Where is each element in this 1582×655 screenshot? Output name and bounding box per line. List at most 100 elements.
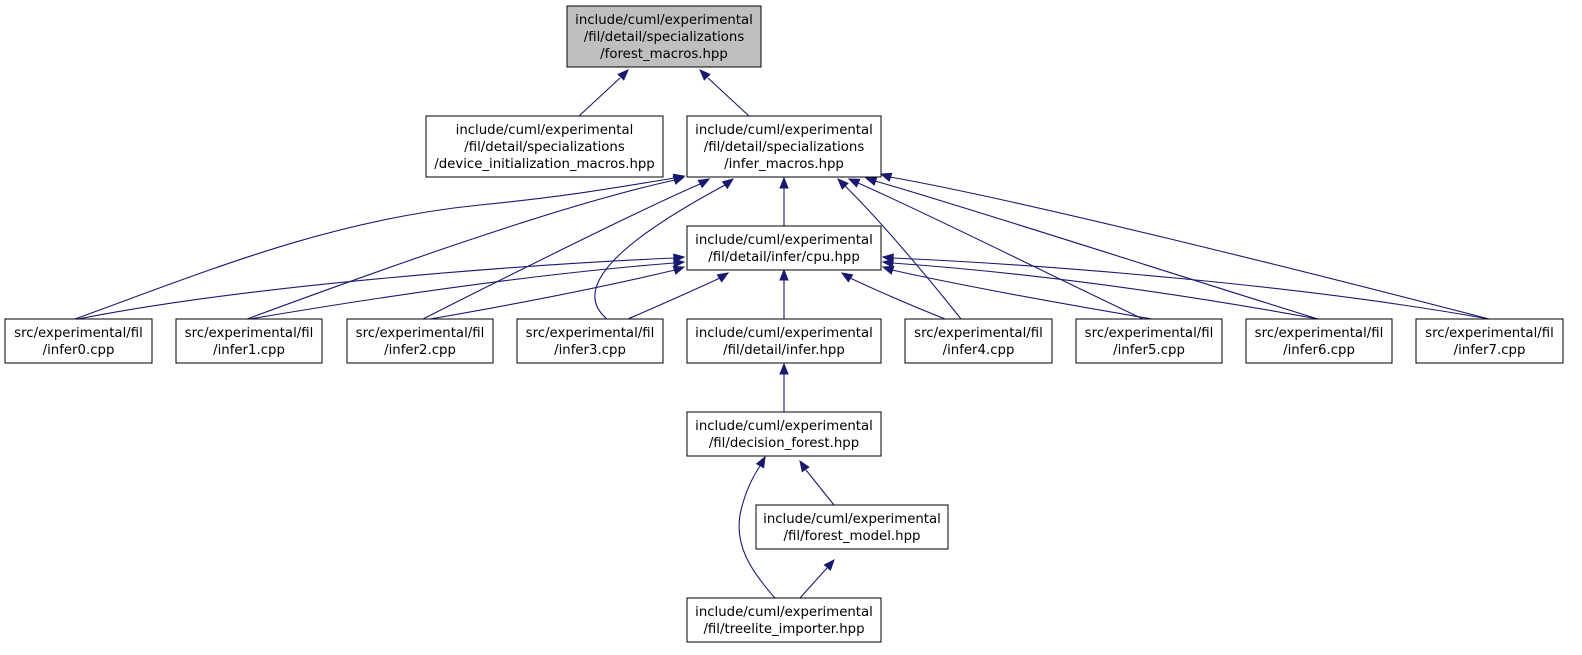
node-infer_macros[interactable]: include/cuml/experimental/fil/detail/spe… bbox=[686, 115, 882, 178]
edge-line bbox=[594, 184, 726, 320]
node-forest_macros: include/cuml/experimental/fil/detail/spe… bbox=[566, 5, 762, 68]
node-box bbox=[904, 318, 1053, 364]
edge-arrowhead bbox=[672, 175, 686, 185]
edge-arrowhead bbox=[837, 178, 849, 190]
nodes-layer: include/cuml/experimental/fil/detail/spe… bbox=[4, 5, 1564, 643]
edge-arrowhead bbox=[823, 558, 835, 572]
edge-infer1-to-infer_macros bbox=[246, 175, 686, 320]
edge-infer7-to-infer_macros bbox=[879, 172, 1490, 320]
edge-arrowhead bbox=[699, 69, 711, 81]
edge-arrowhead bbox=[840, 272, 854, 283]
node-label-line: include/cuml/experimental bbox=[695, 419, 873, 434]
node-box bbox=[1075, 318, 1223, 364]
node-cpu[interactable]: include/cuml/experimental/fil/detail/inf… bbox=[686, 225, 882, 271]
edge-arrowhead bbox=[755, 455, 766, 469]
edge-arrowhead bbox=[721, 178, 735, 190]
edge-infer2-to-cpu bbox=[429, 265, 686, 320]
node-box bbox=[686, 225, 882, 271]
node-label-line: /infer_macros.hpp bbox=[724, 157, 844, 172]
edge-line bbox=[627, 277, 721, 320]
node-label-line: /fil/detail/specializations bbox=[704, 140, 865, 155]
node-label-line: src/experimental/fil bbox=[914, 326, 1043, 341]
edge-device_init_macros-to-forest_macros bbox=[578, 69, 629, 117]
node-label-line: src/experimental/fil bbox=[1425, 326, 1554, 341]
node-forest_model[interactable]: include/cuml/experimental/fil/forest_mod… bbox=[755, 504, 949, 550]
node-label-line: include/cuml/experimental bbox=[695, 326, 873, 341]
node-label-line: include/cuml/experimental bbox=[695, 605, 873, 620]
edge-line bbox=[857, 182, 1144, 320]
node-label-line: include/cuml/experimental bbox=[695, 123, 873, 138]
edge-infer0-to-cpu bbox=[77, 253, 686, 320]
node-infer7[interactable]: src/experimental/fil/infer7.cpp bbox=[1415, 318, 1564, 364]
edge-line bbox=[429, 269, 676, 320]
edge-line bbox=[805, 469, 835, 506]
edge-arrowhead bbox=[879, 172, 893, 182]
node-label-line: include/cuml/experimental bbox=[763, 512, 941, 527]
edge-arrowhead bbox=[673, 258, 686, 268]
edge-arrowhead bbox=[697, 178, 711, 189]
node-infer1[interactable]: src/experimental/fil/infer1.cpp bbox=[175, 318, 323, 364]
node-infer6[interactable]: src/experimental/fil/infer6.cpp bbox=[1245, 318, 1393, 364]
edge-detail_infer-to-cpu bbox=[779, 268, 789, 319]
node-label-line: include/cuml/experimental bbox=[456, 123, 634, 138]
node-infer4[interactable]: src/experimental/fil/infer4.cpp bbox=[904, 318, 1053, 364]
edge-line bbox=[738, 465, 776, 599]
node-label-line: /infer0.cpp bbox=[43, 343, 115, 358]
edge-line bbox=[246, 179, 676, 320]
edge-infer2-to-infer_macros bbox=[422, 178, 711, 320]
edge-line bbox=[799, 567, 828, 599]
edge-arrowhead bbox=[864, 176, 878, 186]
edge-treelite_importer-to-forest_model bbox=[799, 558, 835, 599]
node-label-line: /fil/forest_model.hpp bbox=[784, 529, 921, 544]
node-label-line: /device_initialization_macros.hpp bbox=[434, 157, 655, 172]
node-box bbox=[516, 318, 664, 364]
edge-line bbox=[874, 180, 1319, 320]
node-device_init_macros[interactable]: include/cuml/experimental/fil/detail/spe… bbox=[425, 115, 664, 178]
node-box bbox=[175, 318, 323, 364]
node-infer3[interactable]: src/experimental/fil/infer3.cpp bbox=[516, 318, 664, 364]
node-detail_infer[interactable]: include/cuml/experimental/fil/detail/inf… bbox=[686, 318, 882, 364]
edge-arrowhead bbox=[779, 362, 789, 375]
node-label-line: /fil/detail/specializations bbox=[584, 30, 745, 45]
node-box bbox=[686, 318, 882, 364]
node-box bbox=[686, 597, 882, 643]
node-decision_forest[interactable]: include/cuml/experimental/fil/decision_f… bbox=[686, 411, 882, 457]
node-label-line: /infer3.cpp bbox=[554, 343, 626, 358]
edge-line bbox=[844, 185, 962, 320]
node-label-line: src/experimental/fil bbox=[14, 326, 143, 341]
node-label-line: src/experimental/fil bbox=[1255, 326, 1384, 341]
node-label-line: /fil/treelite_importer.hpp bbox=[703, 622, 864, 637]
edge-decision_forest-to-detail_infer bbox=[779, 362, 789, 412]
node-label-line: src/experimental/fil bbox=[356, 326, 485, 341]
node-infer5[interactable]: src/experimental/fil/infer5.cpp bbox=[1075, 318, 1223, 364]
node-box bbox=[566, 5, 762, 68]
edge-arrowhead bbox=[672, 265, 686, 275]
edge-infer3-to-infer_macros bbox=[594, 178, 735, 320]
node-label-line: /fil/decision_forest.hpp bbox=[709, 436, 859, 451]
edge-arrowhead bbox=[617, 69, 629, 81]
edge-line bbox=[578, 77, 621, 117]
node-label-line: /infer4.cpp bbox=[943, 343, 1015, 358]
node-label-line: include/cuml/experimental bbox=[695, 233, 873, 248]
edge-arrowhead bbox=[881, 253, 894, 263]
edges-layer bbox=[74, 69, 1490, 599]
node-box bbox=[4, 318, 153, 364]
edge-forest_model-to-decision_forest bbox=[799, 459, 835, 506]
edge-arrowhead bbox=[799, 459, 810, 473]
node-treelite_importer[interactable]: include/cuml/experimental/fil/treelite_i… bbox=[686, 597, 882, 643]
edge-arrowhead bbox=[847, 178, 861, 188]
node-box bbox=[686, 411, 882, 457]
node-infer2[interactable]: src/experimental/fil/infer2.cpp bbox=[346, 318, 494, 364]
edge-arrowhead bbox=[779, 176, 789, 189]
edge-arrowhead bbox=[779, 268, 789, 281]
edge-line bbox=[74, 177, 676, 320]
edge-line bbox=[849, 277, 946, 320]
node-box bbox=[686, 115, 882, 178]
node-box bbox=[1415, 318, 1564, 364]
node-label-line: src/experimental/fil bbox=[185, 326, 314, 341]
node-label-line: /forest_macros.hpp bbox=[600, 47, 728, 62]
edge-line bbox=[891, 262, 1319, 320]
node-infer0[interactable]: src/experimental/fil/infer0.cpp bbox=[4, 318, 153, 364]
edge-infer5-to-infer_macros bbox=[847, 178, 1144, 320]
